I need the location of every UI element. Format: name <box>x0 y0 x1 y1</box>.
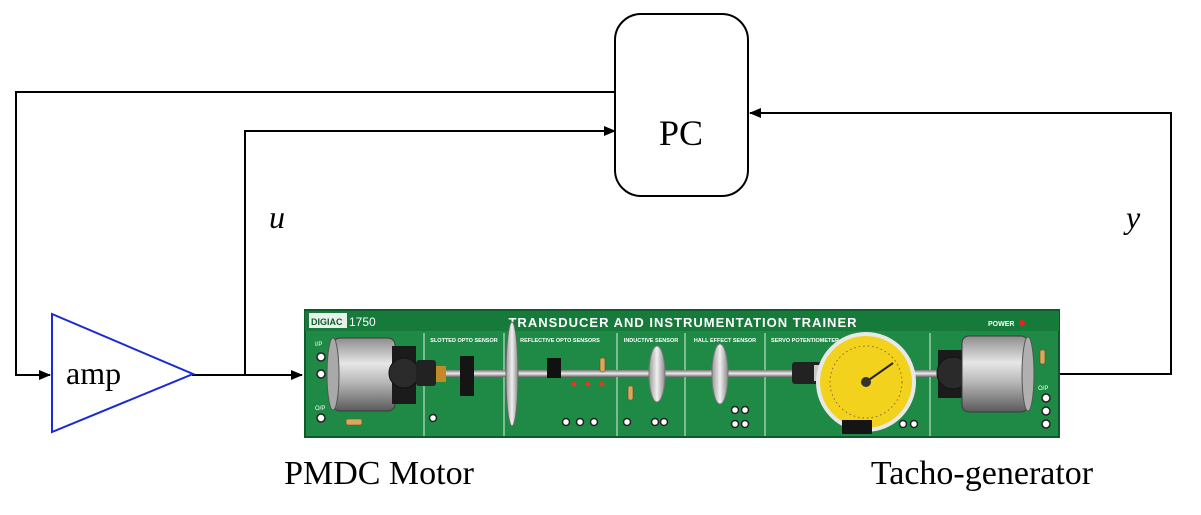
section-slotted-opto: SLOTTED OPTO SENSOR <box>430 338 497 344</box>
inductive-disc <box>648 345 666 403</box>
power-led <box>1019 320 1025 326</box>
section-servo-pot: SERVO POTENTIOMETER <box>771 338 839 344</box>
right-output-label: O/P <box>1038 386 1048 392</box>
tacho-generator-label: Tacho-generator <box>871 455 1094 492</box>
section-dividers <box>423 333 931 436</box>
amp-label: amp <box>66 355 121 391</box>
left-input-label: I/P <box>315 342 322 348</box>
y-signal-line <box>749 108 1172 375</box>
trainer-board: DIGIAC 1750 TRANSDUCER AND INSTRUMENTATI… <box>304 309 1060 438</box>
tacho-generator <box>936 335 1035 413</box>
y-label: y <box>1123 199 1141 235</box>
trainer-title: TRANSDUCER AND INSTRUMENTATION TRAINER <box>508 315 857 330</box>
section-reflective-opto: REFLECTIVE OPTO SENSORS <box>520 338 600 344</box>
pmdc-motor <box>326 337 446 412</box>
hall-disc <box>711 343 729 405</box>
shaft <box>395 370 955 377</box>
slotted-opto-sensor <box>460 356 474 396</box>
brand-logo: DIGIAC <box>311 317 343 327</box>
section-hall-effect: HALL EFFECT SENSOR <box>694 338 756 344</box>
pc-to-amp-line <box>15 91 615 380</box>
brand-badge <box>309 313 347 328</box>
power-label: POWER <box>988 321 1014 328</box>
pc-block: PC <box>614 13 749 197</box>
model-number: 1750 <box>349 315 376 329</box>
resistors <box>345 349 1046 426</box>
sockets <box>316 352 1051 429</box>
amplifier: amp <box>51 312 196 434</box>
left-output-label: O/P <box>315 406 325 412</box>
section-inductive: INDUCTIVE SENSOR <box>624 338 678 344</box>
u-signal-line <box>244 126 616 375</box>
slotted-disc <box>505 321 519 427</box>
servo-dial <box>816 332 916 434</box>
pmdc-motor-label: PMDC Motor <box>284 455 475 492</box>
u-label: u <box>269 199 285 235</box>
pc-label: PC <box>659 113 703 153</box>
chip <box>547 358 561 378</box>
